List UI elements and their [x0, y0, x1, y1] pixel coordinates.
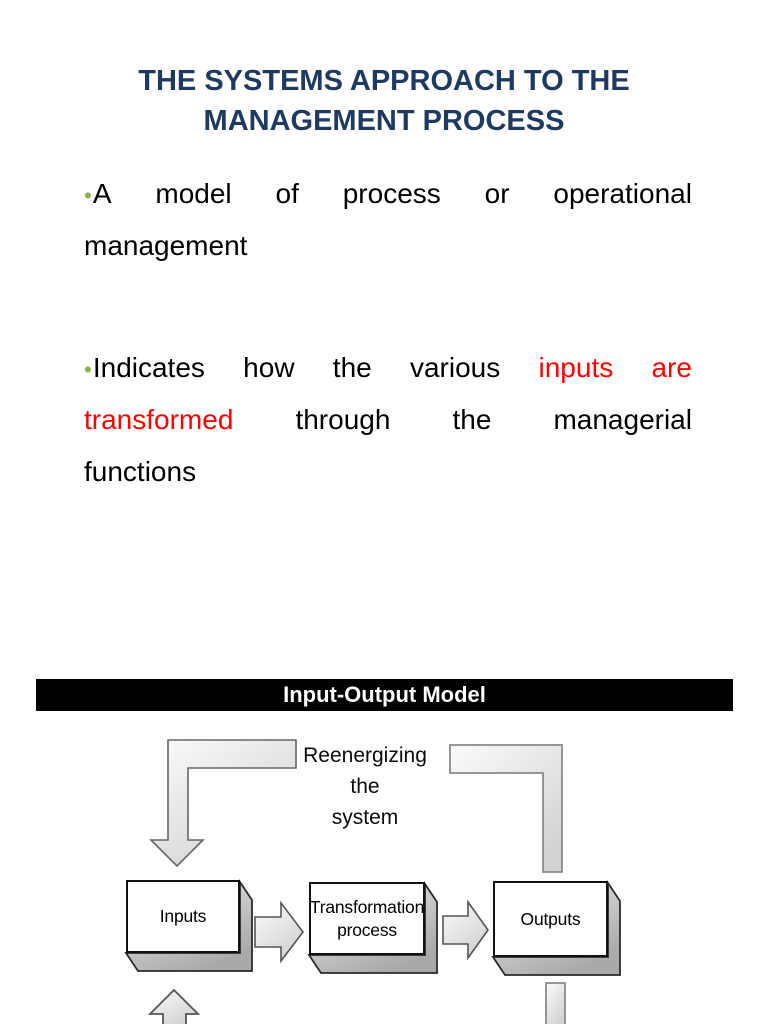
outputs-box-label: Outputs	[520, 908, 581, 929]
outputs-box-shadow	[491, 880, 621, 976]
bullet-word: managerial	[553, 404, 692, 435]
bullet-marker: •	[84, 183, 92, 208]
title-line-1: THE SYSTEMS APPROACH TO THE	[138, 65, 630, 97]
bullet-word: transformed	[84, 404, 234, 435]
bullet-word: management	[84, 230, 248, 261]
bullet-word: •A	[84, 178, 112, 209]
bullet-word: through	[295, 404, 391, 435]
feedback-elbow-down-arrow-icon	[149, 739, 297, 868]
title-line-2: MANAGEMENT PROCESS	[203, 105, 565, 137]
feedback-label-line-2: system	[331, 806, 399, 829]
bullet-word: inputs	[538, 352, 614, 383]
output-feedback-down-bar-icon	[545, 982, 566, 1024]
bullet-word: operational	[553, 178, 692, 209]
bullet-item-1: •A model of process or operational management	[84, 168, 692, 272]
feedback-label: Reenergizing the system	[293, 740, 437, 833]
bullet-text-line: management	[84, 220, 692, 272]
bullet-word: how	[243, 352, 295, 383]
bullet-word: model	[155, 178, 232, 209]
bullet-word: functions	[84, 456, 197, 487]
bullet-text-line: transformed through the managerial	[84, 394, 692, 446]
bullet-text-line: •A model of process or operational	[84, 168, 692, 220]
bullet-word: of	[275, 178, 299, 209]
bullet-word: the	[332, 352, 372, 383]
transformation-box: Transformation process	[309, 882, 425, 955]
bullet-word: the	[452, 404, 492, 435]
feedback-elbow-right-icon	[449, 744, 563, 873]
inputs-box-label: Inputs	[159, 906, 207, 927]
diagram-artwork	[124, 739, 621, 1024]
bullet-word: or	[484, 178, 510, 209]
feedback-label-line-1: Reenergizing the	[303, 744, 427, 798]
bullet-word: are	[651, 352, 692, 383]
diagram-title-bar: Input-Output Model	[36, 679, 733, 711]
transformation-box-shadow	[307, 881, 438, 974]
bullet-word: process	[342, 178, 441, 209]
bullet-marker: •	[84, 357, 92, 382]
inputs-box-shadow	[124, 879, 253, 972]
flow-arrow-inputs-to-transformation-icon	[254, 900, 305, 964]
transformation-box-label: Transformation process	[309, 896, 425, 940]
flow-arrow-transformation-to-outputs-icon	[442, 899, 489, 961]
bullet-word: •Indicates	[84, 352, 205, 383]
slide-title: THE SYSTEMS APPROACH TO THE MANAGEMENT P…	[40, 61, 728, 141]
bullet-text-line: •Indicates how the various inputs are	[84, 342, 692, 394]
bullet-text-line: functions	[84, 446, 692, 498]
external-input-up-arrow-icon	[147, 988, 201, 1024]
bullet-item-2: •Indicates how the various inputs are transfor…	[84, 342, 692, 498]
inputs-box: Inputs	[126, 880, 240, 953]
diagram-title: Input-Output Model	[283, 682, 486, 707]
outputs-box: Outputs	[493, 881, 608, 957]
bullet-word: various	[409, 352, 501, 383]
